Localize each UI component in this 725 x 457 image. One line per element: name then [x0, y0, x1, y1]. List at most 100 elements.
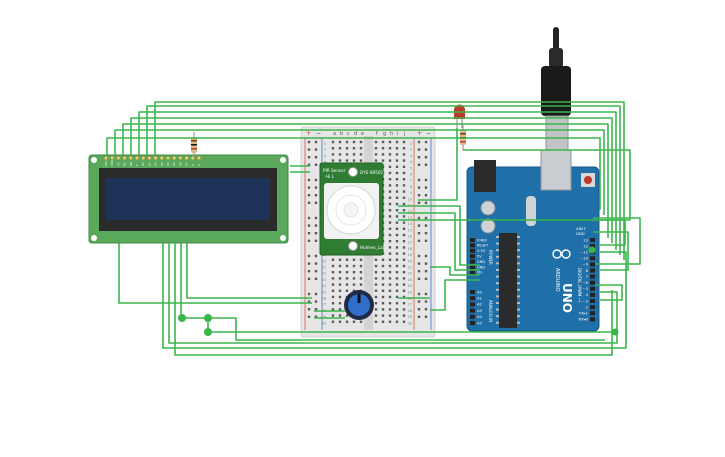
lcd-pin[interactable]: [159, 155, 164, 160]
bb-rail-hole[interactable]: [314, 292, 318, 296]
wire-right-3[interactable]: [595, 284, 623, 301]
bb-hole[interactable]: [388, 246, 392, 249]
wire-lcd-low-4[interactable]: [174, 243, 613, 356]
power-pin[interactable]: [470, 254, 475, 259]
bb-hole[interactable]: [402, 295, 406, 299]
bb-hole[interactable]: [352, 258, 356, 261]
bb-hole[interactable]: [402, 252, 406, 255]
bb-rail-hole[interactable]: [417, 186, 421, 189]
bb-rail-hole[interactable]: [314, 216, 318, 220]
bb-rail-hole[interactable]: [424, 300, 428, 303]
bb-hole[interactable]: [395, 308, 399, 311]
bb-hole[interactable]: [352, 264, 356, 268]
bb-hole[interactable]: [359, 277, 363, 280]
bb-rail-hole[interactable]: [424, 148, 428, 151]
bb-hole[interactable]: [331, 295, 335, 299]
bb-rail-hole[interactable]: [417, 239, 421, 242]
bb-hole[interactable]: [338, 264, 342, 268]
bb-rail-hole[interactable]: [424, 216, 428, 220]
bb-hole[interactable]: [395, 320, 399, 323]
bb-hole[interactable]: [388, 159, 392, 162]
bb-hole[interactable]: [352, 283, 356, 286]
bb-hole[interactable]: [331, 302, 335, 305]
bb-rail-hole[interactable]: [307, 186, 311, 189]
bb-rail-hole[interactable]: [314, 308, 318, 311]
bb-hole[interactable]: [388, 196, 392, 199]
bb-rail-hole[interactable]: [424, 315, 428, 318]
bb-hole[interactable]: [395, 314, 399, 317]
bb-rail-hole[interactable]: [307, 156, 311, 159]
pir-trim-pot-1[interactable]: [348, 167, 358, 177]
bb-hole[interactable]: [388, 184, 392, 187]
bb-hole[interactable]: [345, 314, 349, 317]
bb-hole[interactable]: [352, 277, 356, 280]
wire-lcd-low-7[interactable]: [208, 317, 605, 341]
bb-hole[interactable]: [395, 233, 399, 237]
bb-hole[interactable]: [402, 233, 406, 237]
bb-hole[interactable]: [374, 153, 378, 156]
wire-lcd-2[interactable]: [114, 129, 605, 215]
bb-hole[interactable]: [374, 302, 378, 305]
bb-hole[interactable]: [395, 246, 399, 249]
digital-pin[interactable]: [590, 311, 595, 316]
bb-hole[interactable]: [381, 271, 385, 274]
bb-hole[interactable]: [388, 227, 392, 230]
bb-rail-hole[interactable]: [307, 178, 311, 182]
wire-lcd-low-6[interactable]: [186, 243, 312, 299]
bb-hole[interactable]: [395, 271, 399, 274]
lcd-pin[interactable]: [122, 155, 127, 160]
bb-hole[interactable]: [395, 196, 399, 199]
bb-rail-hole[interactable]: [314, 194, 318, 197]
bb-rail-hole[interactable]: [417, 277, 421, 280]
wire-pir-2[interactable]: [398, 212, 480, 271]
bb-hole[interactable]: [374, 295, 378, 299]
bb-hole[interactable]: [388, 277, 392, 280]
bb-hole[interactable]: [388, 308, 392, 311]
bb-rail-hole[interactable]: [307, 148, 311, 151]
bb-hole[interactable]: [402, 283, 406, 286]
bb-hole[interactable]: [388, 320, 392, 323]
bb-hole[interactable]: [381, 153, 385, 156]
bb-hole[interactable]: [345, 277, 349, 280]
bb-hole[interactable]: [388, 233, 392, 237]
bb-rail-hole[interactable]: [424, 186, 428, 189]
bb-rail-hole[interactable]: [307, 224, 311, 227]
digital-pin[interactable]: [590, 274, 595, 279]
bb-hole[interactable]: [402, 202, 406, 206]
bb-hole[interactable]: [402, 271, 406, 274]
bb-hole[interactable]: [381, 264, 385, 268]
bb-rail-hole[interactable]: [307, 163, 311, 166]
bb-hole[interactable]: [395, 252, 399, 255]
bb-rail-hole[interactable]: [417, 224, 421, 227]
bb-rail-hole[interactable]: [314, 262, 318, 265]
bb-hole[interactable]: [338, 271, 342, 274]
bb-hole[interactable]: [352, 153, 356, 156]
wire-lcd-6[interactable]: [146, 105, 621, 255]
bb-rail-hole[interactable]: [307, 262, 311, 265]
bb-hole[interactable]: [388, 314, 392, 317]
lcd-pin[interactable]: [103, 155, 108, 160]
bb-hole[interactable]: [338, 320, 342, 323]
lcd-pin[interactable]: [147, 155, 152, 160]
bb-rail-hole[interactable]: [424, 194, 428, 197]
bb-hole[interactable]: [402, 140, 406, 144]
bb-hole[interactable]: [388, 153, 392, 156]
bb-rail-hole[interactable]: [314, 270, 318, 273]
bb-rail-hole[interactable]: [314, 300, 318, 303]
bb-hole[interactable]: [352, 320, 356, 323]
bb-rail-hole[interactable]: [424, 270, 428, 273]
bb-hole[interactable]: [395, 159, 399, 162]
bb-hole[interactable]: [374, 140, 378, 144]
bb-hole[interactable]: [395, 227, 399, 230]
bb-hole[interactable]: [352, 271, 356, 274]
bb-rail-hole[interactable]: [307, 194, 311, 197]
pir-sensor[interactable]: PIR Sensor Hi L DYS-SR501 Holmes_Lab: [319, 162, 386, 256]
bb-hole[interactable]: [388, 215, 392, 218]
digital-pin[interactable]: [590, 280, 595, 285]
wire-lcd-5[interactable]: [138, 111, 617, 250]
bb-hole[interactable]: [345, 264, 349, 268]
bb-hole[interactable]: [388, 289, 392, 292]
bb-rail-hole[interactable]: [307, 201, 311, 204]
bb-hole[interactable]: [388, 140, 392, 144]
